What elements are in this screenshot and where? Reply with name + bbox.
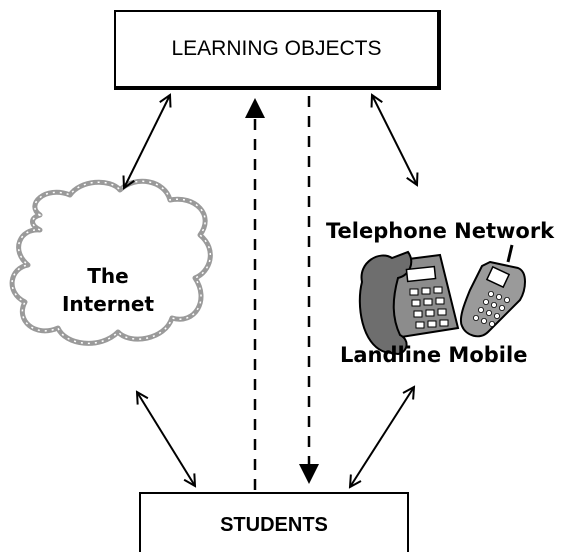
internet-cloud-icon bbox=[9, 178, 213, 346]
arrow-internet-to-students bbox=[137, 392, 195, 486]
arrow-objects-to-internet bbox=[124, 95, 170, 188]
internet-label-line2: Internet bbox=[61, 292, 155, 316]
arrow-objects-to-telephone bbox=[372, 95, 417, 185]
internet-label: The Internet bbox=[48, 262, 168, 318]
mobile-phone-icon bbox=[460, 244, 526, 338]
students-label: STUDENTS bbox=[220, 514, 328, 536]
landline-mobile-label: Landline Mobile bbox=[340, 343, 528, 367]
students-box: STUDENTS bbox=[139, 492, 409, 552]
learning-objects-box: LEARNING OBJECTS bbox=[114, 10, 441, 90]
learning-objects-label: LEARNING OBJECTS bbox=[171, 37, 382, 60]
internet-label-line1: The bbox=[87, 264, 129, 288]
arrow-telephone-to-students bbox=[350, 387, 414, 487]
telephone-network-label: Telephone Network bbox=[326, 219, 555, 243]
landline-phone-icon bbox=[358, 250, 460, 356]
